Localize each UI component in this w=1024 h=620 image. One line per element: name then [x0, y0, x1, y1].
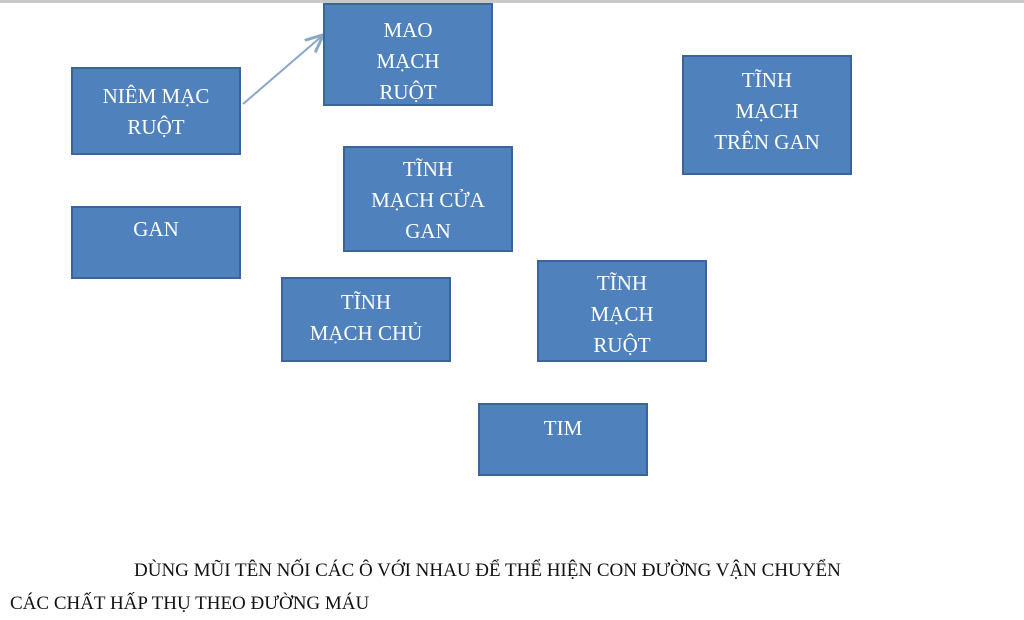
box-tim[interactable]: TIM: [478, 403, 648, 476]
instruction-line-1: DÙNG MŨI TÊN NỐI CÁC Ô VỚI NHAU ĐỂ THỂ H…: [134, 560, 841, 581]
connector-arrow[interactable]: [242, 36, 322, 105]
top-edge-rule: [0, 0, 1024, 3]
box-tinh-mach-cua-gan[interactable]: TĨNH MẠCH CỬA GAN: [343, 146, 513, 252]
instruction-line-2: CÁC CHẤT HẤP THỤ THEO ĐƯỜNG MÁU: [10, 593, 370, 614]
box-niem-mac-ruot[interactable]: NIÊM MẠC RUỘT: [71, 67, 241, 155]
instruction-caption: DÙNG MŨI TÊN NỐI CÁC Ô VỚI NHAU ĐỂ THỂ H…: [10, 554, 1020, 620]
box-tinh-mach-tren-gan[interactable]: TĨNH MẠCH TRÊN GAN: [682, 55, 852, 175]
box-tinh-mach-chu[interactable]: TĨNH MẠCH CHỦ: [281, 277, 451, 362]
box-mao-mach-ruot[interactable]: MAO MẠCH RUỘT: [323, 3, 493, 106]
box-gan[interactable]: GAN: [71, 206, 241, 279]
box-tinh-mach-ruot[interactable]: TĨNH MẠCH RUỘT: [537, 260, 707, 362]
